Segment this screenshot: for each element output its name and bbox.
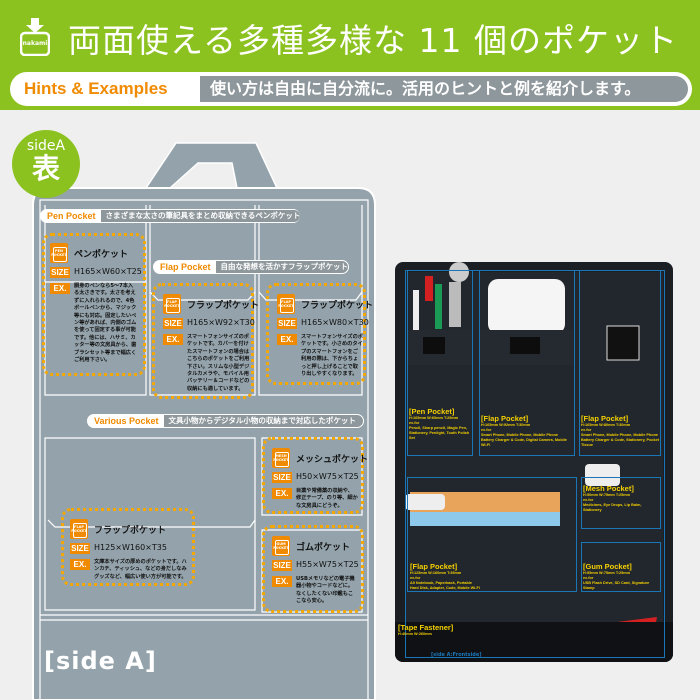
section-pen-pocket: Pen Pocket さまざまな太さの筆記具をまとめ収納できるペンポケット: [40, 209, 301, 223]
callout-mesh-pocket: [262, 437, 364, 514]
pocket-name: メッシュポケット: [296, 455, 369, 465]
outline-flap-pocket-3: [407, 477, 577, 592]
pocket-size: H55×W75×T25: [296, 560, 359, 569]
size-tag: SIZE: [272, 560, 292, 571]
pocket-size: H165×W60×T25: [74, 267, 142, 276]
marker-icon: [435, 284, 442, 329]
callout-flap-pocket-2: [266, 283, 366, 385]
section-label: Pen Pocket: [47, 211, 96, 221]
section-desc: さまざまな太さの筆記具をまとめ収納できるペンポケット: [100, 210, 301, 222]
outline-flap-pocket-2: [579, 270, 661, 456]
flap-pocket-icon: FLAP POCKET: [70, 519, 88, 539]
nakami-logo-icon: nakami: [20, 18, 50, 56]
pocket-text: スマートフォンサイズのポケットです。小さめのタイプのスマートフォンをご利用の際は…: [301, 334, 363, 378]
pen-icon: [413, 290, 419, 335]
section-flap-pocket: Flap Pocket 自由な発想を活かすフラップポケット: [153, 260, 349, 274]
callout-flap-pocket-3: [61, 508, 195, 586]
pen-icon: [425, 276, 433, 301]
hints-label: Hints & Examples: [24, 79, 168, 98]
outline-flap-pocket-1: [479, 270, 575, 456]
pocket-text: 目薬や常備薬の収納や、修正テープ、のり等、細かな文房具にどうぞ。: [296, 488, 358, 509]
callout-gum-pocket: [262, 525, 364, 613]
ex-tag: EX.: [70, 559, 90, 570]
section-desc: 文具小物からデジタル小物の収納まで対応したポケット: [163, 415, 363, 427]
ex-tag: EX.: [163, 334, 183, 345]
pocket-text: 文庫本サイズの厚めのポケットです。ハンカチ、ティッシュ、などの身だしなみグッズな…: [94, 559, 187, 580]
pocket-text: USBメモリなどの電子機器小物やコードなどに。なくしたくない印鑑もここなら安心。: [296, 576, 355, 605]
section-desc: 自由な発想を活かすフラップポケット: [215, 261, 349, 273]
svg-text:nakami: nakami: [23, 40, 48, 47]
ex-tag: EX.: [272, 576, 292, 587]
callout-flap-pocket-1: [152, 283, 254, 399]
smartphone-icon: [488, 279, 565, 334]
pocket-name: ゴムポケット: [296, 543, 351, 553]
side-a-label: [side A]: [44, 647, 157, 675]
callout-pen-pocket: [42, 233, 146, 376]
mesh-pocket-icon: MESH POCKET: [272, 448, 290, 468]
pocket-name: フラップポケット: [187, 301, 260, 311]
side-a-badge: sideA 表: [12, 130, 80, 198]
pocket-size: H165×W80×T30: [301, 318, 369, 327]
outline-gum-pocket: [581, 542, 661, 592]
size-tag: SIZE: [163, 318, 183, 329]
outline-pen-pocket: [407, 270, 473, 456]
ex-tag: EX.: [272, 488, 292, 499]
size-tag: SIZE: [70, 543, 90, 554]
pocket-text: スマートフォンサイズのポケットです。カバーを付けたスマートフォンの場合はこちらの…: [187, 334, 250, 392]
section-various-pocket: Various Pocket 文具小物からデジタル小物の収納まで対応したポケット: [87, 414, 364, 428]
section-label: Various Pocket: [94, 416, 159, 426]
hints-bar: Hints & Examples 使い方は自由に自分流に。活用のヒントと例を紹介…: [10, 72, 692, 106]
outline-mesh-pocket: [581, 477, 661, 529]
pen-pocket-icon: PEN POCKET: [50, 243, 68, 263]
photo-label-tape-fastener: [Tape Fastener]H:40mm W:260mm: [398, 623, 454, 636]
pocket-size: H165×W92×T30: [187, 318, 255, 327]
badge-side: sideA: [26, 138, 66, 154]
pocket-name: フラップポケット: [301, 301, 374, 311]
pocket-name: ペンポケット: [74, 250, 129, 260]
pocket-size: H50×W75×T25: [296, 472, 359, 481]
section-label: Flap Pocket: [160, 262, 211, 272]
flap-pocket-icon: FLAP POCKET: [163, 294, 181, 314]
brand-tag-icon: [606, 325, 640, 361]
badge-kanji: 表: [31, 152, 60, 185]
hints-description: 使い方は自由に自分流に。活用のヒントと例を紹介します。: [200, 76, 688, 102]
pocket-name: フラップポケット: [94, 526, 167, 536]
header-banner: nakami 両面使える多種多様な 11 個のポケット Hints & Exam…: [0, 0, 700, 110]
page-title: 両面使える多種多様な 11 個のポケット: [68, 21, 678, 60]
photo-items-illustration: [395, 262, 673, 662]
pocket-size: H125×W160×T35: [94, 543, 167, 552]
tape-fastener: [395, 622, 673, 662]
usb-cable-icon: [405, 494, 445, 510]
ex-tag: EX.: [277, 334, 297, 345]
ex-tag: EX.: [50, 283, 70, 294]
flashlight-icon: [449, 282, 461, 327]
gum-pocket-icon: GUM POCKET: [272, 536, 290, 556]
pocket-text: 胴身のペンなら5～7本入る太さきです。太さを考えずに入れられるので、4色ボールペ…: [74, 283, 137, 364]
size-tag: SIZE: [272, 472, 292, 483]
size-tag: SIZE: [277, 318, 297, 329]
side-a-frontside-label: [side A:Frontside]: [431, 652, 482, 658]
flap-pocket-icon: FLAP POCKET: [277, 294, 295, 314]
size-tag: SIZE: [50, 267, 70, 278]
